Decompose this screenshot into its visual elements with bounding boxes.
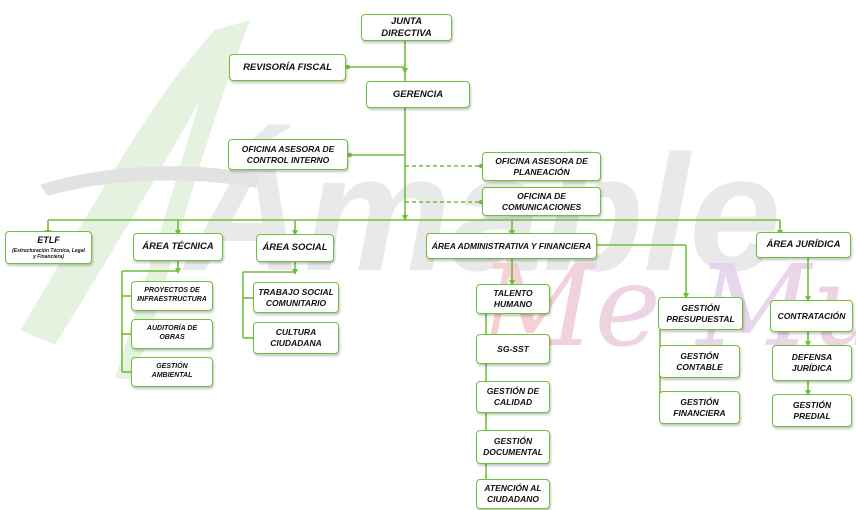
area-juridica-box: ÁREA JURÍDICA <box>756 232 851 258</box>
junta-directiva-box: JUNTA DIRECTIVA <box>361 14 452 41</box>
etlf-subtitle: (Estructuración Técnica, Legal y Financi… <box>12 247 85 260</box>
contratacion-box: CONTRATACIÓN <box>770 300 853 332</box>
area-tecnica-box: ÁREA TÉCNICA <box>133 233 223 261</box>
cultura-ciudadana-box: CULTURA CIUDADANA <box>253 322 339 354</box>
gerencia-box: GERENCIA <box>366 81 470 108</box>
etlf-box: ETLF (Estructuración Técnica, Legal y Fi… <box>5 231 92 264</box>
gestion-predial-box: GESTIÓN PREDIAL <box>772 394 852 427</box>
sg-sst-box: SG-SST <box>476 334 550 364</box>
revisoria-fiscal-box: REVISORÍA FISCAL <box>229 54 346 81</box>
gestion-documental-box: GESTIÓN DOCUMENTAL <box>476 430 550 464</box>
gestion-financiera-box: GESTIÓN FINANCIERA <box>659 391 740 424</box>
gestion-calidad-box: GESTIÓN DE CALIDAD <box>476 381 550 413</box>
watermark-road-shape <box>40 166 260 196</box>
control-interno-box: OFICINA ASESORA DE CONTROL INTERNO <box>228 139 348 170</box>
area-social-box: ÁREA SOCIAL <box>256 234 334 262</box>
gestion-ambiental-box: GESTIÓN AMBIENTAL <box>131 357 213 387</box>
talento-humano-box: TALENTO HUMANO <box>476 284 550 314</box>
trabajo-social-box: TRABAJO SOCIAL COMUNITARIO <box>253 282 339 313</box>
comunicaciones-box: OFICINA DE COMUNICACIONES <box>482 187 601 216</box>
gestion-presupuestal-box: GESTIÓN PRESUPUESTAL <box>658 297 743 330</box>
auditoria-obras-box: AUDITORÍA DE OBRAS <box>131 319 213 349</box>
defensa-juridica-box: DEFENSA JURÍDICA <box>772 345 852 381</box>
etlf-title: ETLF <box>37 235 60 246</box>
atencion-ciudadano-box: ATENCIÓN AL CIUDADANO <box>476 479 550 509</box>
proyectos-infraestructura-box: PROYECTOS DE INFRAESTRUCTURA <box>131 281 213 311</box>
planeacion-box: OFICINA ASESORA DE PLANEACIÓN <box>482 152 601 181</box>
area-administrativa-box: ÁREA ADMINISTRATIVA Y FINANCIERA <box>426 233 597 259</box>
gestion-contable-box: GESTIÓN CONTABLE <box>659 345 740 378</box>
